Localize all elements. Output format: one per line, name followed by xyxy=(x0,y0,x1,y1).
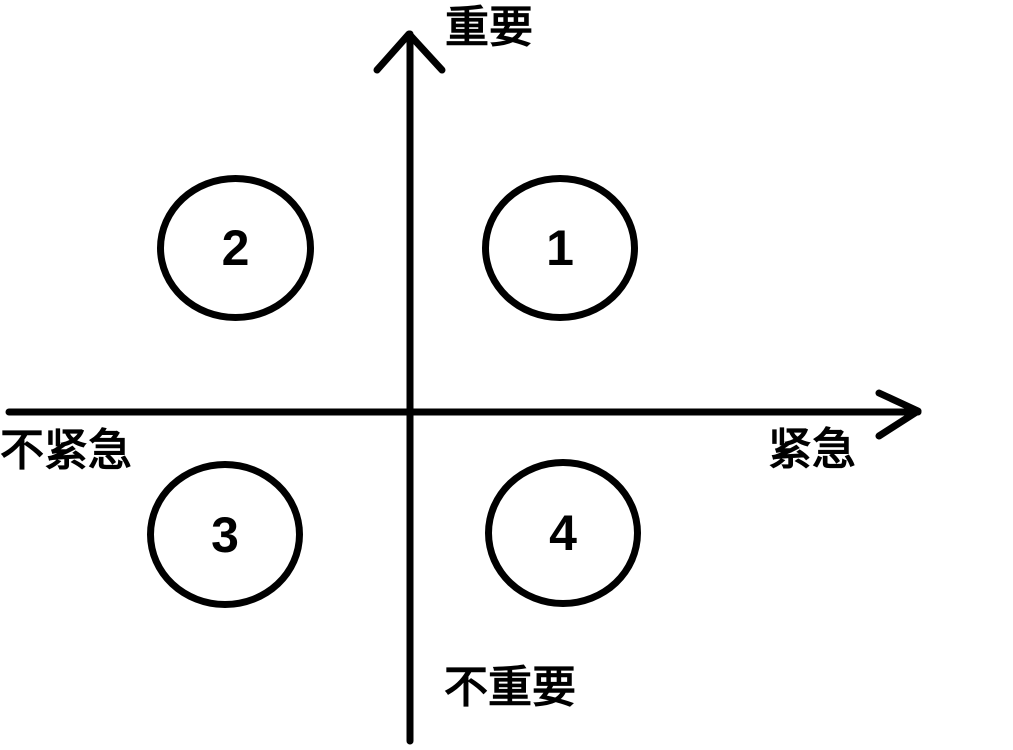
quadrant-1-number: 1 xyxy=(546,220,574,276)
vertical-axis xyxy=(373,30,446,745)
quadrant-3-number: 3 xyxy=(211,506,239,563)
quadrant-2-number: 2 xyxy=(221,220,250,276)
axis-label-not-important: 不重要 xyxy=(444,662,576,713)
axis-label-not-urgent: 不紧急 xyxy=(0,425,132,476)
quadrant-4-circle: 4 xyxy=(485,459,641,607)
axis-label-important: 重要 xyxy=(445,2,533,53)
quadrant-4-number: 4 xyxy=(549,505,577,561)
quadrant-3-circle: 3 xyxy=(147,461,303,608)
quadrant-1-circle: 1 xyxy=(482,175,638,321)
right-arrow-icon xyxy=(875,389,922,440)
up-arrow-icon xyxy=(373,30,446,74)
quadrant-2-circle: 2 xyxy=(157,175,314,321)
axis-label-urgent: 紧急 xyxy=(768,424,856,475)
horizontal-axis xyxy=(5,389,922,440)
